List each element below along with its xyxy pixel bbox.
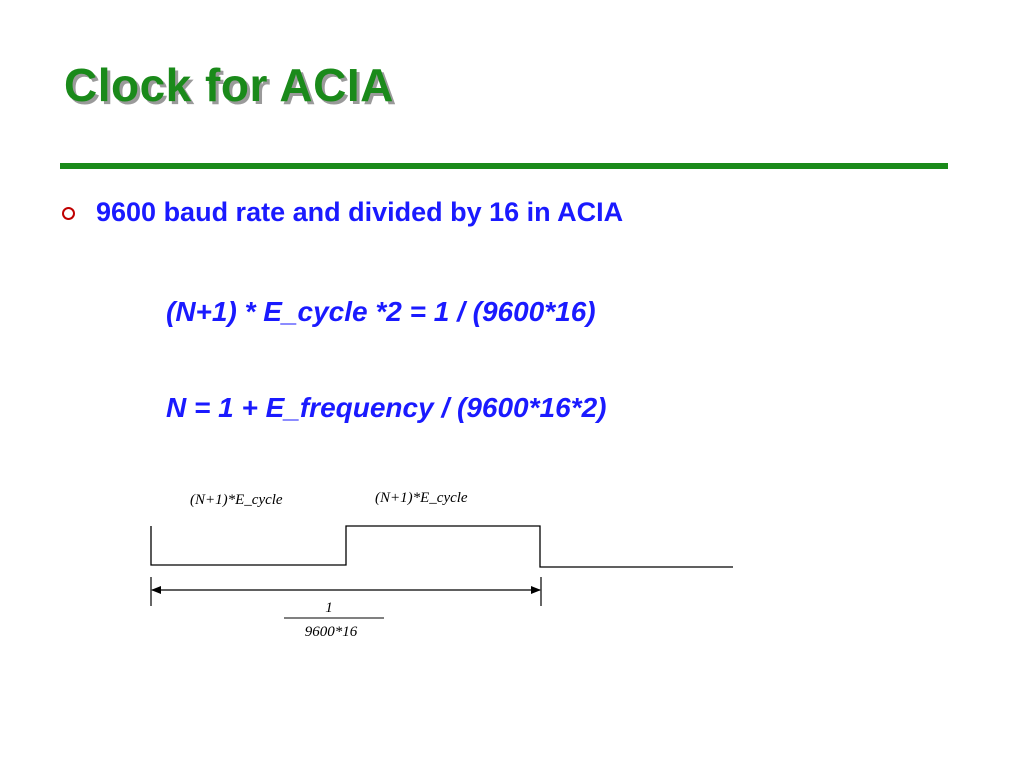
high-phase-label: (N+1)*E_cycle: [375, 490, 468, 506]
title-divider: [60, 163, 948, 169]
fraction-denominator: 9600*16: [305, 624, 358, 640]
period-formula: (N+1) * E_cycle *2 = 1 / (9600*16): [166, 296, 596, 327]
bullet-item: 9600 baud rate and divided by 16 in ACIA: [62, 197, 623, 228]
slide-title: Clock for ACIA: [64, 59, 394, 111]
divisor-formula: N = 1 + E_frequency / (9600*16*2): [166, 392, 607, 423]
fraction-numerator: 1: [325, 600, 333, 616]
clock-waveform: [150, 525, 733, 568]
hollow-circle-bullet-icon: [62, 207, 75, 220]
bullet-text: 9600 baud rate and divided by 16 in ACIA: [96, 197, 624, 227]
low-phase-label: (N+1)*E_cycle: [190, 492, 283, 508]
